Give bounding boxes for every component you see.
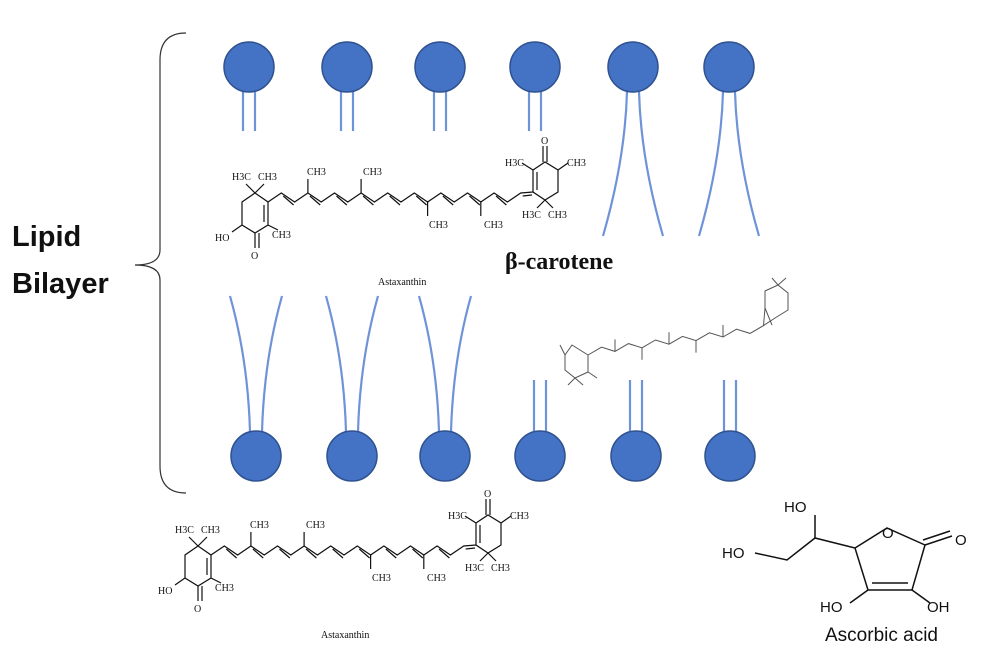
atom-label: O [541, 136, 548, 147]
atom-label: HO [158, 586, 172, 597]
atom-label: CH3 [429, 220, 448, 231]
beta-carotene-structure [559, 277, 789, 386]
lipid-head [419, 430, 471, 482]
atom-label: CH3 [250, 520, 269, 531]
atom-label: CH3 [427, 573, 446, 584]
atom-label: CH3 [484, 220, 503, 231]
lipid-bottom [610, 380, 662, 482]
atom-label: H3C [505, 158, 524, 169]
atom-label: O [484, 489, 491, 500]
atom-label: HO [784, 499, 807, 516]
ascorbic-acid-label: Ascorbic acid [825, 625, 938, 646]
atom-label: CH3 [215, 583, 234, 594]
ascorbic-acid-structure [754, 515, 953, 604]
atom-label: CH3 [363, 167, 382, 178]
astaxanthin-right-ring [521, 146, 569, 209]
lipid-tail [417, 295, 473, 433]
atom-label: CH3 [258, 172, 277, 183]
lipid-tail [601, 91, 665, 237]
astaxanthin-left-ring [231, 183, 279, 248]
lipid-head [509, 41, 561, 93]
lipid-top [321, 41, 373, 131]
lipid-head [704, 430, 756, 482]
lipid-bottom [228, 295, 284, 482]
atom-label: O [955, 532, 967, 549]
lipid-tail [339, 90, 355, 131]
astaxanthin-left-ring [174, 536, 222, 601]
lipid-bottom [704, 380, 756, 482]
atom-label: HO [820, 599, 843, 616]
ascorbic-acid-atoms: HO HO O O HO OH Ascorbic acid [722, 499, 967, 646]
lipid-tail [527, 90, 543, 131]
lipid-tail [697, 91, 761, 237]
atom-label: CH3 [306, 520, 325, 531]
atom-label: H3C [465, 563, 484, 574]
atom-label: CH3 [201, 525, 220, 536]
lipid-tail [241, 90, 257, 131]
atom-label: CH3 [510, 511, 529, 522]
astaxanthin-polyene-chain [267, 191, 534, 203]
atom-label: CH3 [307, 167, 326, 178]
lipid-top [509, 41, 561, 131]
lipid-tail [324, 295, 380, 433]
lipid-head [607, 41, 659, 93]
bilayer-bracket [134, 32, 187, 494]
astaxanthin-label: Astaxanthin [378, 277, 426, 288]
lipid-tail [722, 380, 738, 432]
atom-label: CH3 [567, 158, 586, 169]
lipid-head [703, 41, 755, 93]
lipid-bottom [514, 380, 566, 482]
lipid-bottom [324, 295, 380, 482]
double-bonds [225, 547, 476, 559]
lipid-top [697, 41, 761, 237]
carotene-chain [587, 325, 764, 356]
atom-label: H3C [448, 511, 467, 522]
lipid-label: Lipid [12, 221, 81, 253]
atom-label: OH [927, 599, 950, 616]
bilayer-label: Bilayer [12, 268, 109, 300]
lipid-top [223, 41, 275, 131]
carotene-left-ring [559, 344, 598, 386]
atom-label: HO [722, 545, 745, 562]
beta-carotene-label: β-carotene [505, 249, 614, 275]
lipid-head [223, 41, 275, 93]
atom-label: H3C [232, 172, 251, 183]
lipid-head [610, 430, 662, 482]
atom-label: CH3 [491, 563, 510, 574]
lipid-top [601, 41, 665, 237]
atom-label: H3C [522, 210, 541, 221]
atom-label: O [882, 525, 894, 542]
lipid-bottom [417, 295, 473, 482]
lipid-head [514, 430, 566, 482]
lipid-tail [532, 380, 548, 432]
lipid-head [326, 430, 378, 482]
atom-label: CH3 [372, 573, 391, 584]
atom-label: O [251, 251, 258, 262]
atom-label: CH3 [272, 230, 291, 241]
lipid-molecules [223, 41, 761, 482]
lipid-head [230, 430, 282, 482]
lipid-tail [228, 295, 284, 433]
lipid-tail [628, 380, 644, 432]
lipid-head [321, 41, 373, 93]
astaxanthin-label: Astaxanthin [321, 630, 369, 641]
astaxanthin-polyene-chain [210, 544, 477, 556]
double-bonds [282, 194, 533, 206]
lipid-tail [432, 90, 448, 131]
astaxanthin-right-ring [464, 499, 512, 562]
lipid-head [414, 41, 466, 93]
atom-label: CH3 [548, 210, 567, 221]
atom-label: H3C [175, 525, 194, 536]
atom-label: O [194, 604, 201, 615]
atom-label: HO [215, 233, 229, 244]
lipid-top [414, 41, 466, 131]
carotene-right-ring [762, 277, 789, 327]
